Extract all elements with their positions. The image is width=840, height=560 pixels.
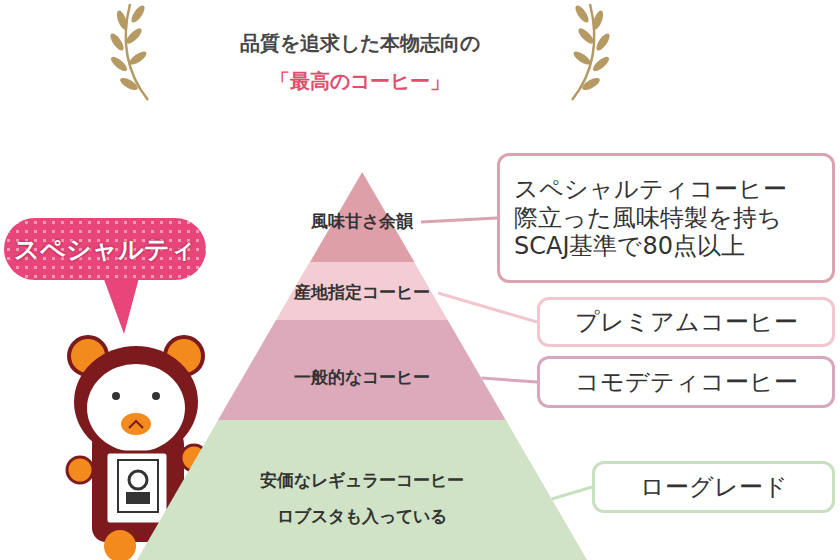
band-label: 一般的なコーヒー — [294, 360, 430, 396]
pyramid-band: 産地指定コーヒー — [276, 262, 448, 320]
band-label: 安価なレギュラーコーヒー ロブスタも入っている — [242, 463, 482, 534]
box-label: スペシャルティコーヒー 際立った風味特製を持ち SCAJ基準で80点以上 — [514, 175, 814, 261]
leader-connector — [438, 293, 537, 322]
band-fill — [310, 172, 414, 262]
leader-connector — [481, 378, 537, 382]
laurel-left — [108, 4, 148, 100]
callout-box: コモデティコーヒー — [537, 356, 835, 408]
band-fill — [218, 320, 506, 420]
callout-box: プレミアムコーヒー — [537, 297, 835, 347]
band-label: 風味甘さ余韻 — [311, 204, 413, 240]
band-fill — [276, 262, 448, 320]
band-label: 産地指定コーヒー — [294, 275, 430, 311]
pyramid-band: 一般的なコーヒー — [218, 320, 506, 420]
bubble-label: スペシャルティ — [14, 233, 196, 266]
box-label: コモデティコーヒー — [575, 368, 798, 397]
title: 品質を追求した本物志向の — [0, 30, 720, 57]
callout-box: ローグレード — [592, 461, 835, 513]
subtitle: 「最高のコーヒー」 — [0, 68, 720, 95]
speech-bubble: スペシャルティ — [4, 218, 206, 280]
bubble-tail — [102, 274, 140, 334]
band-fill — [137, 420, 587, 560]
leader-connector — [421, 218, 497, 222]
pyramid-band: 風味甘さ余韻 — [310, 172, 414, 262]
laurel-right — [572, 4, 612, 100]
callout-box: スペシャルティコーヒー 際立った風味特製を持ち SCAJ基準で80点以上 — [497, 153, 835, 283]
box-label: プレミアムコーヒー — [575, 308, 798, 337]
pyramid-band: 安価なレギュラーコーヒー ロブスタも入っている — [137, 420, 587, 560]
box-label: ローグレード — [640, 473, 788, 502]
leader-connector — [552, 487, 592, 499]
